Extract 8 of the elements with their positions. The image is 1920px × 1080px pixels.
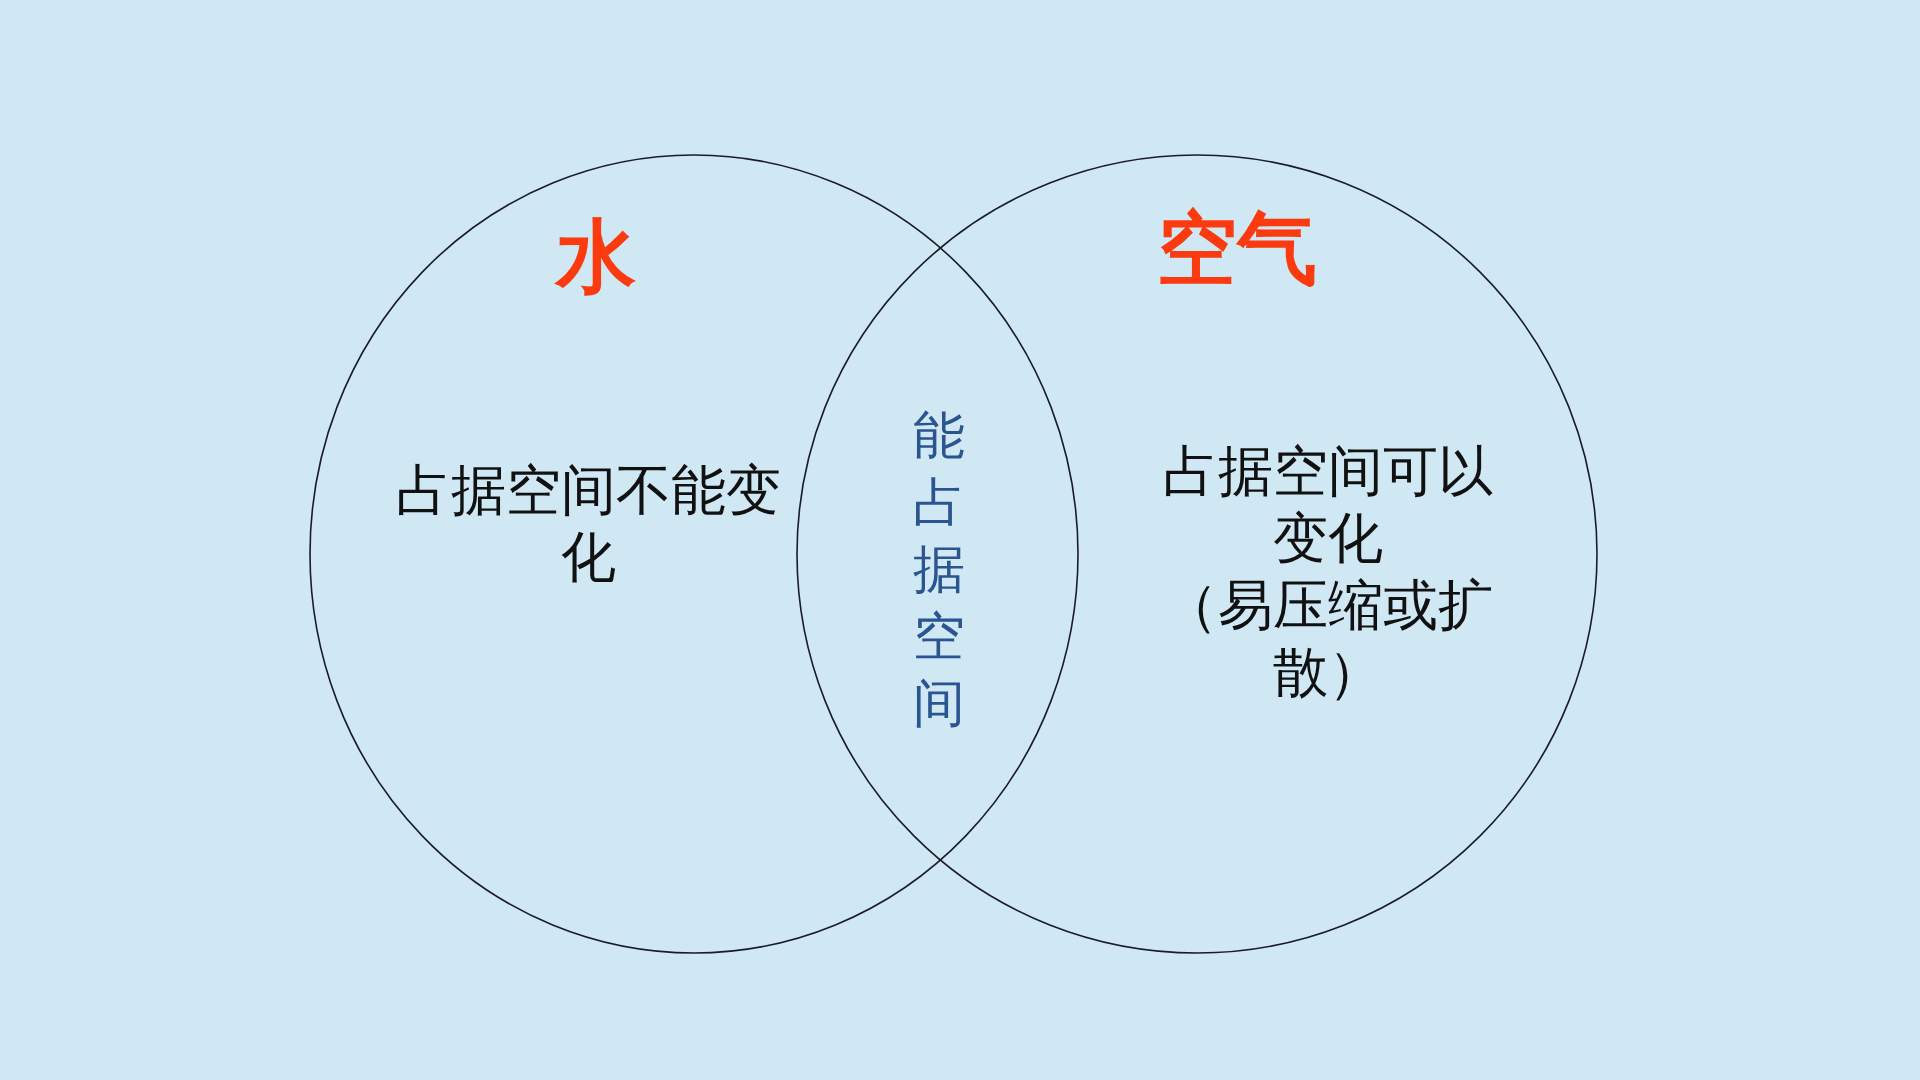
- venn-circle: [796, 154, 1598, 954]
- circle-text: （易压缩或扩散）: [1162, 572, 1494, 706]
- circle-text: 占据空间不能变化: [394, 457, 782, 591]
- overlap-label: 能占据空间: [912, 404, 966, 735]
- circle-title: 空气: [1157, 209, 1317, 289]
- circle-text: 占据空间可以变化: [1162, 438, 1494, 572]
- circle-title: 水: [556, 217, 636, 297]
- venn-circle: [309, 154, 1079, 954]
